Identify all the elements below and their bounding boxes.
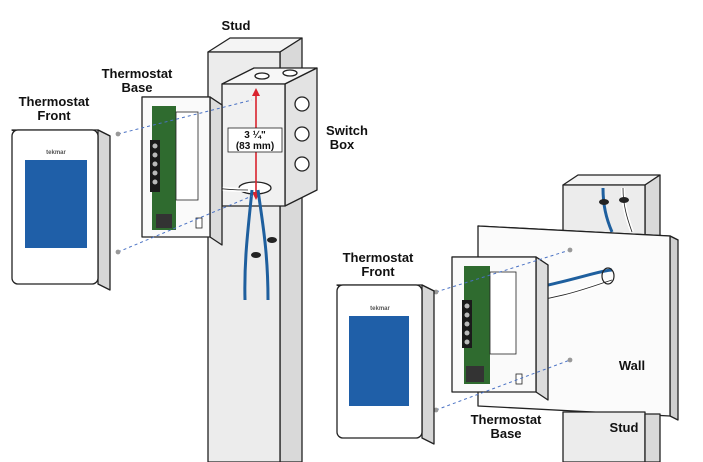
label-wall: Wall	[619, 358, 645, 373]
brand-right: tekmar	[370, 306, 390, 312]
thermostat-base-right	[451, 256, 549, 401]
stud-right-bottom	[562, 411, 661, 462]
label-stud-right: Stud	[610, 420, 639, 435]
label-thermostat-front-right-2: Front	[361, 264, 395, 279]
measurement-label-line1: 3 ¼"	[244, 130, 266, 141]
wires-right-top	[599, 187, 634, 233]
label-thermostat-base-left-2: Base	[121, 80, 152, 95]
thermostat-base-left	[141, 96, 223, 246]
measurement-label-line2: (83 mm)	[236, 141, 274, 152]
label-switch-box-1: Switch	[326, 123, 368, 138]
brand-left: tekmar	[46, 150, 66, 156]
terminal-block-right	[462, 300, 472, 348]
label-stud-left: Stud	[222, 18, 251, 33]
terminal-block-left	[150, 140, 160, 192]
guide-lines-right	[433, 247, 573, 413]
label-thermostat-front-left-2: Front	[37, 108, 71, 123]
guide-lines-left	[115, 99, 253, 255]
thermostat-front-left: tekmar	[11, 129, 111, 291]
label-thermostat-front-right-1: Thermostat	[343, 250, 414, 265]
label-thermostat-base-right-2: Base	[490, 426, 521, 441]
label-thermostat-front-left-1: Thermostat	[19, 94, 90, 109]
thermostat-front-right: tekmar	[336, 284, 435, 445]
screen-right	[349, 316, 409, 406]
screen-left	[25, 160, 87, 248]
label-switch-box-2: Box	[330, 137, 355, 152]
label-thermostat-base-right-1: Thermostat	[471, 412, 542, 427]
label-thermostat-base-left-1: Thermostat	[102, 66, 173, 81]
